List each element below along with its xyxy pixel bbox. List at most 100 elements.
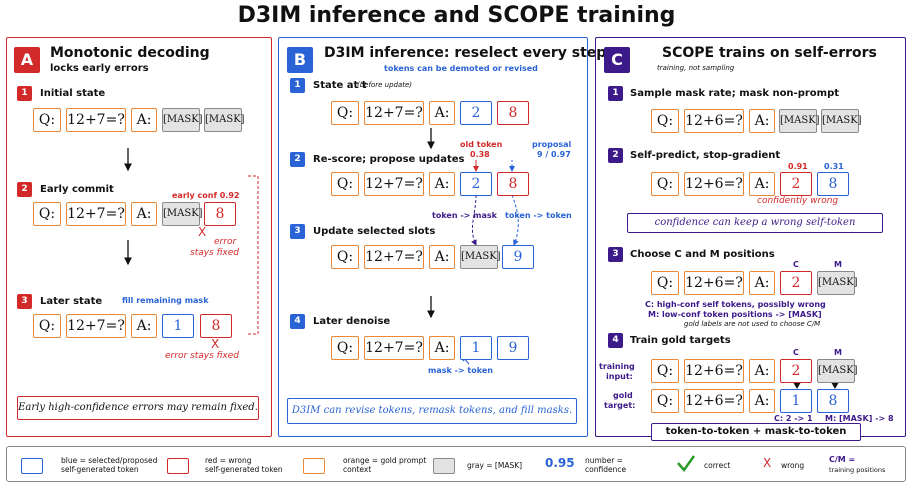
arrow-c-down bbox=[793, 382, 801, 389]
c4-m-map: M: [MASK] -> 8 bbox=[825, 414, 894, 423]
legend-orange-swatch bbox=[303, 458, 325, 474]
page-title: D3IM inference and SCOPE training bbox=[237, 3, 676, 28]
legend-red-line1: red = wrong bbox=[205, 456, 252, 465]
legend-red-swatch bbox=[167, 458, 189, 474]
c4-gold-token: 1 bbox=[780, 389, 812, 413]
legend-red-line2: self-generated token bbox=[205, 465, 283, 474]
c4-in-q-token: Q: bbox=[651, 359, 679, 383]
b2-q-token: Q: bbox=[331, 172, 359, 196]
a1-q-token: Q: bbox=[33, 108, 61, 132]
legend-blue-line2: self-generated token bbox=[61, 465, 139, 474]
c-step3-badge: 3 bbox=[608, 247, 623, 262]
panel-b bbox=[278, 37, 588, 437]
b1-prompt-token: 12+7=? bbox=[364, 101, 424, 125]
a2-wrong-x-icon: X bbox=[198, 225, 207, 239]
c3-line1: C: high-conf self tokens, possibly wrong bbox=[645, 300, 826, 309]
c2-q-token: Q: bbox=[651, 172, 679, 196]
panel-c-subtitle: training, not sampling bbox=[657, 64, 735, 72]
panel-a-subtitle: locks early errors bbox=[50, 63, 149, 74]
panel-a-title: Monotonic decoding bbox=[50, 45, 210, 61]
b4-token: 1 bbox=[460, 336, 492, 360]
c2-token: 8 bbox=[817, 172, 849, 196]
c4-in-mask-token: [MASK] bbox=[817, 359, 858, 383]
legend-wrong-text: wrong bbox=[781, 461, 805, 470]
legend-correct-text: correct bbox=[704, 461, 731, 470]
c4-c-label: C bbox=[793, 348, 799, 357]
legend: blue = selected/proposed self-generated … bbox=[6, 446, 906, 482]
legend-wrong-x-icon: X bbox=[763, 456, 772, 470]
legend-number-line1: number = bbox=[585, 456, 623, 465]
b-step1-sub: (before update) bbox=[357, 81, 413, 89]
b-step4-badge: 4 bbox=[290, 314, 305, 329]
c3-line2: M: low-conf token positions -> [MASK] bbox=[648, 310, 822, 319]
a1-prompt-token: 12+7=? bbox=[66, 108, 126, 132]
panel-a-badge: A bbox=[14, 47, 40, 73]
a3-q-token: Q: bbox=[33, 314, 61, 338]
c3-c-label: C bbox=[793, 260, 799, 269]
c3-wrong-token: 2 bbox=[780, 271, 812, 295]
a3-prompt-token: 12+7=? bbox=[66, 314, 126, 338]
a-step1-badge: 1 bbox=[17, 86, 32, 101]
legend-blue-swatch bbox=[21, 458, 43, 474]
c2-a-token: A: bbox=[749, 172, 775, 196]
b1-token: 8 bbox=[497, 101, 529, 125]
a2-a-token: A: bbox=[131, 202, 157, 226]
c3-prompt-token: 12+6=? bbox=[684, 271, 744, 295]
b2-a-token: A: bbox=[429, 172, 455, 196]
b4-prompt-token: 12+7=? bbox=[364, 336, 424, 360]
c-step3-label: Choose C and M positions bbox=[630, 249, 775, 260]
c3-q-token: Q: bbox=[651, 271, 679, 295]
legend-cm-text: training positions bbox=[829, 466, 886, 474]
c-step4-badge: 4 bbox=[608, 333, 623, 348]
a3-wrong-token: 8 bbox=[200, 314, 232, 338]
c-step1-badge: 1 bbox=[608, 86, 623, 101]
b-mask-to-token-label: mask -> token bbox=[428, 366, 493, 375]
c4-c-map: C: 2 -> 1 bbox=[774, 414, 813, 423]
b1-q-token: Q: bbox=[331, 101, 359, 125]
b-old-token-conf: 0.38 bbox=[470, 150, 490, 159]
legend-blue-line1: blue = selected/proposed bbox=[61, 456, 158, 465]
a2-wrong-token: 8 bbox=[204, 202, 236, 226]
b4-token: 9 bbox=[497, 336, 529, 360]
c4-in-a-token: A: bbox=[749, 359, 775, 383]
c-step2-label: Self-predict, stop-gradient bbox=[630, 150, 781, 161]
b3-token: 9 bbox=[502, 245, 534, 269]
legend-orange-line2: context bbox=[343, 465, 372, 474]
b-old-token-label: old token bbox=[460, 140, 503, 149]
arrow-token-to-token bbox=[511, 194, 519, 246]
c1-mask-token: [MASK] bbox=[779, 109, 820, 133]
c4-gold-token: 8 bbox=[817, 389, 849, 413]
b3-prompt-token: 12+7=? bbox=[364, 245, 424, 269]
panel-b-badge: B bbox=[287, 47, 313, 73]
a1-mask-token: [MASK] bbox=[204, 108, 245, 132]
a2-mask-token: [MASK] bbox=[162, 202, 203, 226]
b-proposal-label: proposal bbox=[532, 140, 572, 149]
panel-b-title: D3IM inference: reselect every step bbox=[324, 45, 607, 61]
legend-gray-swatch bbox=[433, 458, 455, 474]
legend-number-sample: 0.95 bbox=[545, 456, 575, 470]
a3-selected-token: 1 bbox=[162, 314, 194, 338]
c1-mask-token: [MASK] bbox=[821, 109, 862, 133]
c4-input-label2: input: bbox=[606, 372, 633, 381]
a3-error-note: error stays fixed bbox=[165, 351, 240, 361]
a3-wrong-x-icon: X bbox=[211, 337, 220, 351]
a3-a-token: A: bbox=[131, 314, 157, 338]
c2-conf-low: 0.31 bbox=[824, 162, 844, 171]
a2-prompt-token: 12+7=? bbox=[66, 202, 126, 226]
c-step1-label: Sample mask rate; mask non-prompt bbox=[630, 88, 840, 99]
b3-q-token: Q: bbox=[331, 245, 359, 269]
c-step2-badge: 2 bbox=[608, 148, 623, 163]
c4-gold-label1: gold bbox=[613, 391, 633, 400]
panel-b-footer: D3IM can revise tokens, remask tokens, a… bbox=[287, 398, 577, 424]
b2-prompt-token: 12+7=? bbox=[364, 172, 424, 196]
arrow-m-down bbox=[831, 382, 839, 389]
c2-prompt-token: 12+6=? bbox=[684, 172, 744, 196]
a2-error-line2: stays fixed bbox=[190, 248, 239, 258]
b-step1-label: State at t bbox=[313, 80, 367, 91]
c4-gold-q-token: Q: bbox=[651, 389, 679, 413]
c4-gold-a-token: A: bbox=[749, 389, 775, 413]
b4-q-token: Q: bbox=[331, 336, 359, 360]
legend-gray-text: gray = [MASK] bbox=[467, 461, 523, 470]
arrow-token-to-mask bbox=[471, 194, 477, 246]
panel-c-title: SCOPE trains on self-errors bbox=[662, 45, 877, 61]
